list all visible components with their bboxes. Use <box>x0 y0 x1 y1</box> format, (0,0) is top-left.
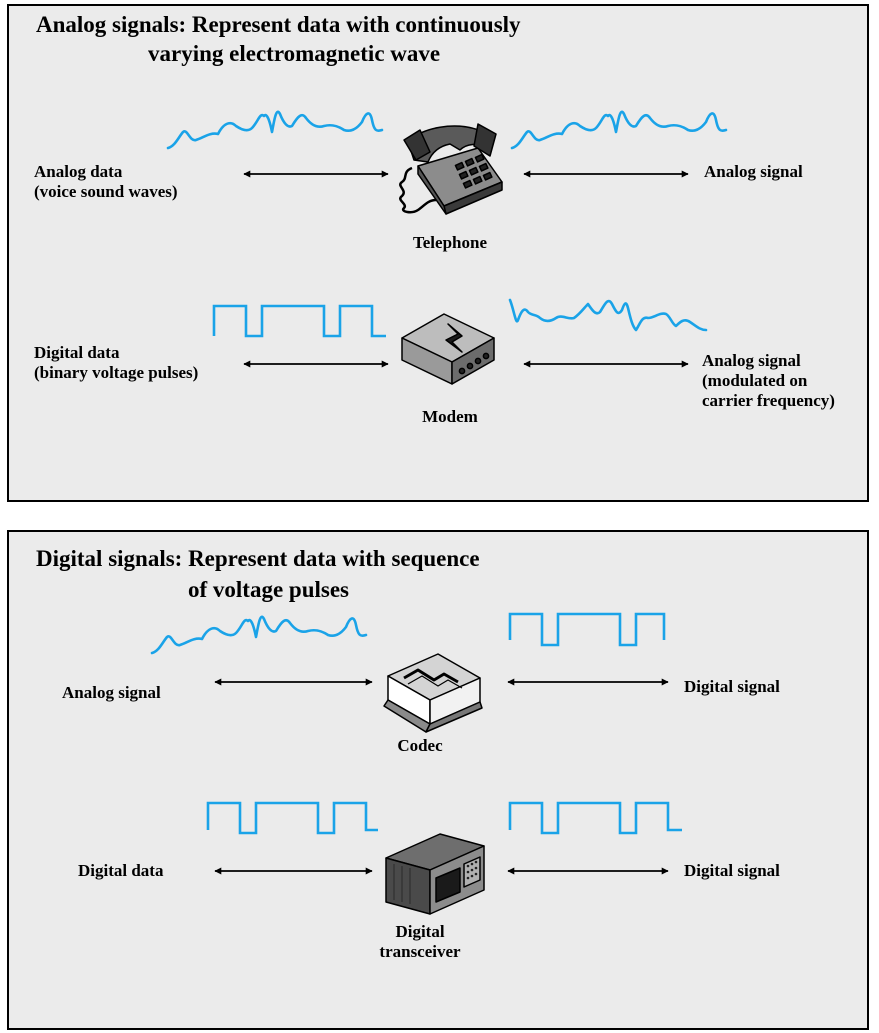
transceiver-label-line1: Digital <box>395 922 445 941</box>
analog-data-label: Analog data <box>34 162 123 181</box>
transceiver-label-line2: transceiver <box>379 942 461 961</box>
digital-pulse-train <box>206 801 378 835</box>
digital-pulse-train <box>212 304 386 338</box>
digital-pulse-train <box>508 612 666 647</box>
analog-signals-panel <box>7 4 869 502</box>
panel-title-line1: Analog signals: Represent data with cont… <box>36 12 521 37</box>
analog-signal-label: Analog signal <box>62 683 161 702</box>
analog-data-sublabel: (voice sound waves) <box>34 182 178 201</box>
analog-wave <box>150 615 368 655</box>
telephone-icon <box>399 123 503 215</box>
modulated-signal-label: Analog signal <box>702 351 801 370</box>
panel-title-line2: of voltage pulses <box>188 577 349 602</box>
digital-data-sublabel: (binary voltage pulses) <box>34 363 199 382</box>
modem-label: Modem <box>422 407 478 426</box>
modulated-signal-sublabel1: (modulated on <box>702 371 808 390</box>
digital-data-label: Digital data <box>34 343 120 362</box>
codec-label: Codec <box>397 736 443 755</box>
digital-signal-label: Digital signal <box>684 861 780 880</box>
analog-wave <box>510 110 728 150</box>
digital-signals-panel <box>7 530 869 1030</box>
panel-title-line2: varying electromagnetic wave <box>148 41 441 66</box>
modulated-signal-sublabel2: carrier frequency) <box>702 391 835 410</box>
analog-wave <box>166 110 384 150</box>
digital-data-label: Digital data <box>78 861 164 880</box>
codec-icon <box>383 653 483 733</box>
modulated-analog-wave <box>508 298 708 332</box>
panel-title-line1: Digital signals: Represent data with seq… <box>36 546 480 571</box>
analog-signal-label: Analog signal <box>704 162 803 181</box>
digital-signal-label: Digital signal <box>684 677 780 696</box>
digital-pulse-train <box>508 801 682 835</box>
telephone-label: Telephone <box>412 233 487 252</box>
digital-transceiver-icon <box>385 833 485 915</box>
modem-icon <box>401 313 495 385</box>
